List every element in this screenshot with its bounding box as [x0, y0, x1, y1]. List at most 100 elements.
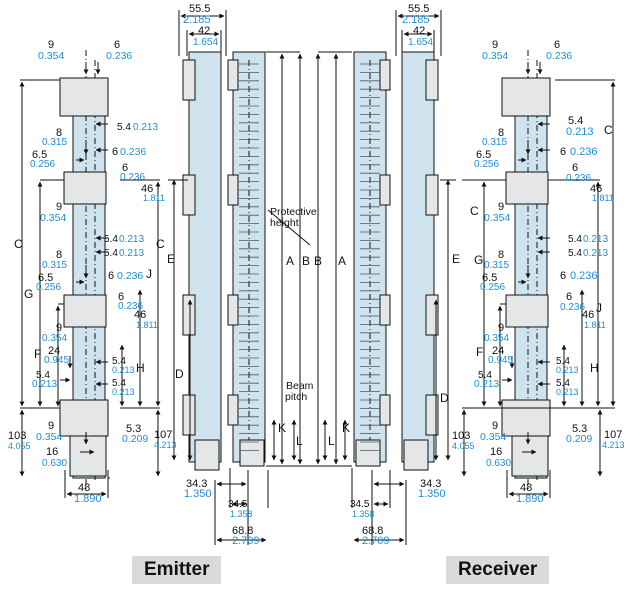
dim-letter-h: H: [590, 361, 599, 375]
dim-5-4-mm-d: 5.4: [556, 356, 570, 367]
dim-48-mm: 48: [520, 482, 532, 494]
dim-103-mm: 103: [452, 430, 470, 442]
dim-9-mm: 9: [48, 39, 54, 51]
dim-8-in-b: 0.315: [42, 260, 67, 271]
dim-6-5-in: 0.256: [30, 159, 55, 170]
dim-24-in: 0.945: [488, 355, 513, 366]
dim-34-3-mm: 34.3: [186, 478, 207, 490]
dim-42-in: 1.654: [193, 37, 218, 48]
dim-letter-b: B: [314, 254, 322, 268]
dim-42-in: 1.654: [408, 37, 433, 48]
connector-housing: [69, 435, 107, 477]
dim-9-in: 0.354: [38, 50, 64, 62]
dim-46-mm-b: 46: [582, 309, 594, 321]
dim-9-mm-c: 9: [498, 322, 504, 334]
dim-5-4-mm-c: 5.4: [568, 248, 582, 259]
dim-6-mm-e: 6: [118, 291, 124, 303]
dim-8-mm-b: 8: [56, 249, 62, 261]
dim-letter-l: L: [296, 434, 303, 448]
protective-height-label-2: height: [270, 217, 299, 229]
emitter-front-dimension-labels: 55.5 2.185 42 1.654 Protective height Be…: [167, 3, 317, 547]
dim-6-mm-d: 6: [560, 270, 566, 282]
dim-6-mm-e: 6: [566, 291, 572, 303]
dim-6-5-in: 0.256: [474, 159, 499, 170]
dim-55-5-mm: 55.5: [189, 3, 210, 15]
dim-5-4-mm-e: 5.4: [36, 370, 50, 381]
dim-103-in: 4.055: [452, 441, 475, 451]
dim-8-in-b: 0.315: [484, 260, 509, 271]
dim-55-5-in: 2.185: [402, 14, 430, 26]
dim-6-in: 0.236: [106, 50, 132, 62]
dim-letter-e: E: [167, 252, 175, 266]
dim-6-5-mm-b: 6.5: [482, 272, 497, 284]
dim-6-in-b: 0.236: [120, 146, 146, 158]
dim-letter-g: G: [24, 287, 33, 301]
dim-letter-d: D: [175, 367, 184, 381]
dim-46-in-b: 1.811: [584, 320, 606, 330]
dim-9-in-d: 0.354: [480, 431, 506, 443]
dim-9-mm-d: 9: [492, 420, 498, 432]
dim-letter-f: F: [476, 345, 483, 359]
dim-6-in-c: 0.236: [566, 173, 591, 184]
dim-34-3-in: 1.350: [184, 488, 212, 500]
dim-6-5-mm: 6.5: [476, 149, 491, 161]
beam-pitch-label-1: Beam: [286, 380, 314, 392]
dim-letter-g: G: [474, 253, 483, 267]
dim-6-mm-c: 6: [122, 162, 128, 174]
dim-6-in-c: 0.236: [120, 172, 145, 183]
receiver-caption: Receiver: [446, 556, 550, 584]
dim-46-in-b: 1.811: [136, 320, 158, 330]
dim-5-4-mm-b: 5.4: [104, 234, 118, 245]
beam-pitch-label-2: pitch: [285, 391, 307, 403]
dim-6-5-mm-b: 6.5: [38, 272, 53, 284]
dim-letter-a: A: [338, 254, 346, 268]
dim-letter-c: C: [604, 123, 613, 137]
dim-5-4-mm-b: 5.4: [568, 234, 582, 245]
dim-107-mm: 107: [604, 429, 622, 441]
dim-5-4-in-f: 0.213: [112, 387, 135, 397]
dim-5-4-in-e: 0.213: [32, 379, 57, 390]
dim-48-in: 1.890: [74, 493, 102, 505]
dim-46-mm: 46: [141, 183, 153, 195]
dim-8-mm-b: 8: [498, 249, 504, 261]
dim-8-mm: 8: [498, 127, 504, 139]
mounting-bracket: [63, 171, 107, 205]
dim-55-5-in: 2.185: [183, 14, 211, 26]
dim-5-4-mm-d: 5.4: [112, 356, 126, 367]
dim-5-4-mm: 5.4: [568, 115, 583, 127]
dim-46-in: 1.811: [592, 193, 614, 203]
dim-8-mm: 8: [56, 127, 62, 139]
mounting-bracket: [59, 77, 109, 117]
dim-9-in-c: 0.354: [42, 333, 67, 344]
dim-9-mm: 9: [492, 39, 498, 51]
dim-6-in: 0.236: [546, 50, 572, 62]
mounting-bracket: [63, 294, 107, 328]
dim-6-5-mm: 6.5: [32, 149, 47, 161]
dim-letter-k: K: [342, 421, 350, 435]
dim-9-mm-b: 9: [56, 201, 62, 213]
dim-34-5-mm: 34.5: [228, 499, 248, 510]
dim-6-in-d: 0.236: [570, 270, 598, 282]
dim-16-mm: 16: [46, 446, 58, 458]
dim-5-3-in: 0.209: [122, 433, 148, 445]
dim-5-3-in: 0.209: [566, 433, 592, 445]
dim-42-mm: 42: [413, 25, 425, 37]
dim-107-in: 4.213: [602, 440, 625, 450]
dim-letter-c-left: C: [470, 204, 479, 218]
dim-6-5-in-b: 0.256: [36, 282, 61, 293]
dim-5-4-in-c: 0.213: [583, 248, 608, 259]
dim-9-in-d: 0.354: [36, 431, 62, 443]
dim-68-8-in: 2.709: [232, 535, 260, 547]
dim-5-4-in-b: 0.213: [119, 234, 144, 245]
dim-9-mm-d: 9: [48, 420, 54, 432]
dim-46-in: 1.811: [143, 193, 165, 203]
dim-letter-c: C: [14, 237, 23, 251]
dim-34-3-in: 1.350: [418, 488, 446, 500]
dim-55-5-mm: 55.5: [408, 3, 429, 15]
dim-5-4-in-b: 0.213: [583, 234, 608, 245]
dim-24-mm: 24: [48, 345, 60, 357]
dim-8-in: 0.315: [482, 137, 507, 148]
emitter-side-view: [19, 50, 161, 498]
